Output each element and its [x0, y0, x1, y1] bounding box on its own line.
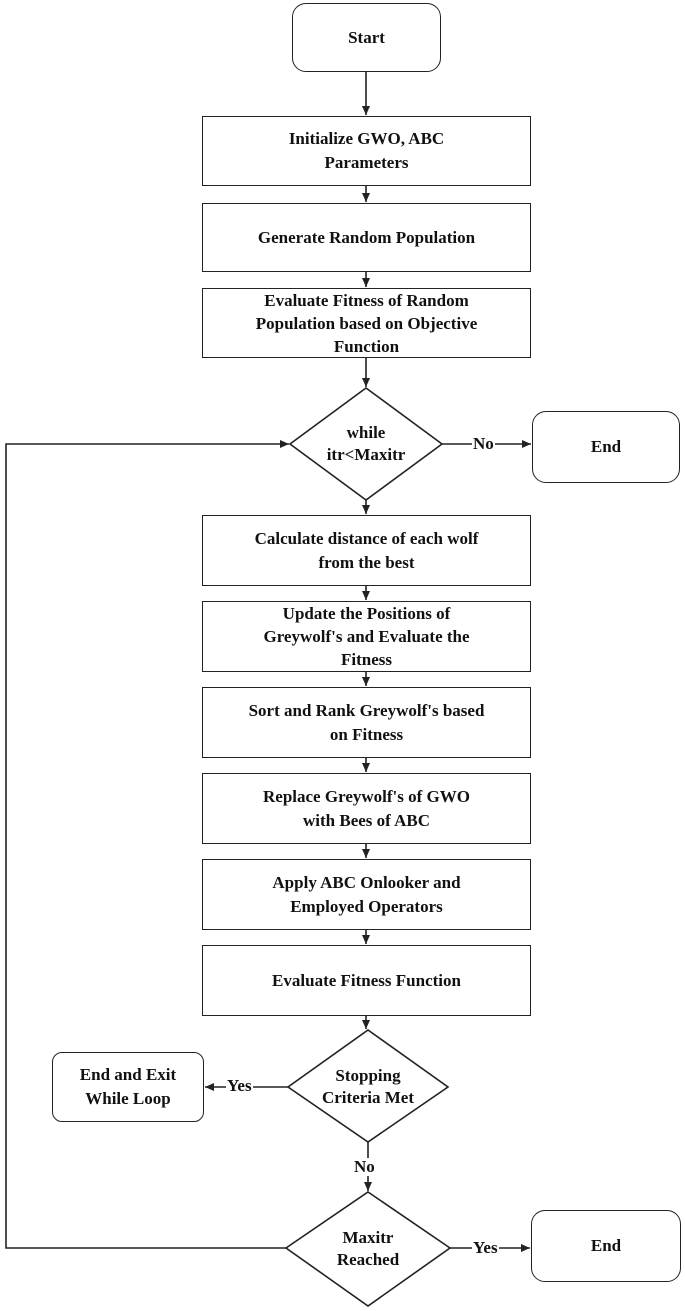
while-line-2: itr<Maxitr	[326, 445, 406, 464]
sort-rank-step: Sort and Rank Greywolf's based on Fitnes…	[202, 687, 531, 758]
maxitr-line-2: Reached	[336, 1250, 400, 1269]
initialize-parameters-step: Initialize GWO, ABC Parameters	[202, 116, 531, 186]
end-exit-line-2: While Loop	[85, 1089, 171, 1108]
calc-line-1: Calculate distance of each wolf	[254, 528, 479, 548]
evaluate-initial-fitness-step: Evaluate Fitness of Random Population ba…	[202, 288, 531, 358]
initialize-line-2: Parameters	[324, 153, 409, 172]
apply-abc-operators-step: Apply ABC Onlooker and Employed Operator…	[202, 859, 531, 930]
update-line-2: Greywolf's and Evaluate the	[263, 627, 470, 646]
stopping-line-2: Criteria Met	[321, 1088, 415, 1107]
stopping-line-1: Stopping	[335, 1066, 401, 1085]
maxitr-reached-label: Maxitr Reached	[298, 1224, 438, 1274]
while-no-label: No	[472, 434, 495, 453]
loop-back-arrow	[5, 440, 289, 1249]
end-exit-line-1: End and Exit	[79, 1065, 177, 1084]
stopping-no-label: No	[353, 1157, 376, 1176]
maxitr-reached-diamond	[284, 1191, 452, 1307]
start-label: Start	[348, 27, 385, 47]
stopping-yes-label: Yes	[226, 1076, 253, 1095]
generate-label: Generate Random Population	[257, 227, 476, 247]
start-node: Start	[292, 3, 441, 72]
maxitr-line-1: Maxitr	[342, 1228, 394, 1247]
end-top-label: End	[590, 437, 622, 456]
update-positions-step: Update the Positions of Greywolf's and E…	[202, 601, 531, 672]
sort-line-1: Sort and Rank Greywolf's based	[248, 700, 485, 720]
replace-line-1: Replace Greywolf's of GWO	[263, 786, 470, 806]
evaluate-initial-line-1: Evaluate Fitness of Random	[264, 290, 469, 310]
while-line-1: while	[346, 423, 386, 442]
sort-line-2: on Fitness	[329, 724, 404, 744]
update-line-3: Fitness	[341, 650, 392, 669]
apply-line-1: Apply ABC Onlooker and	[272, 872, 461, 892]
replace-greywolves-step: Replace Greywolf's of GWO with Bees of A…	[202, 773, 531, 844]
evaluate-initial-line-2: Population based on Objective	[255, 313, 478, 333]
while-loop-label: while itr<Maxitr	[296, 418, 436, 470]
evaluate-initial-line-3: Function	[333, 336, 400, 356]
end-bottom-label: End	[590, 1236, 622, 1255]
initialize-line-1: Initialize GWO, ABC	[288, 129, 445, 148]
end-node-top: End	[532, 411, 680, 483]
generate-population-step: Generate Random Population	[202, 203, 531, 272]
end-node-bottom: End	[531, 1210, 681, 1282]
apply-line-2: Employed Operators	[290, 896, 443, 916]
replace-line-2: with Bees of ABC	[302, 810, 431, 830]
end-exit-while-loop-node: End and Exit While Loop	[52, 1052, 204, 1122]
stopping-criteria-label: Stopping Criteria Met	[298, 1062, 438, 1112]
calc-line-2: from the best	[318, 552, 415, 572]
maxitr-yes-label: Yes	[472, 1238, 499, 1257]
update-line-1: Update the Positions of	[282, 604, 451, 623]
calculate-distance-step: Calculate distance of each wolf from the…	[202, 515, 531, 586]
evaluate-fitness-function-step: Evaluate Fitness Function	[202, 945, 531, 1016]
evaluate-fitness-label: Evaluate Fitness Function	[272, 970, 461, 990]
